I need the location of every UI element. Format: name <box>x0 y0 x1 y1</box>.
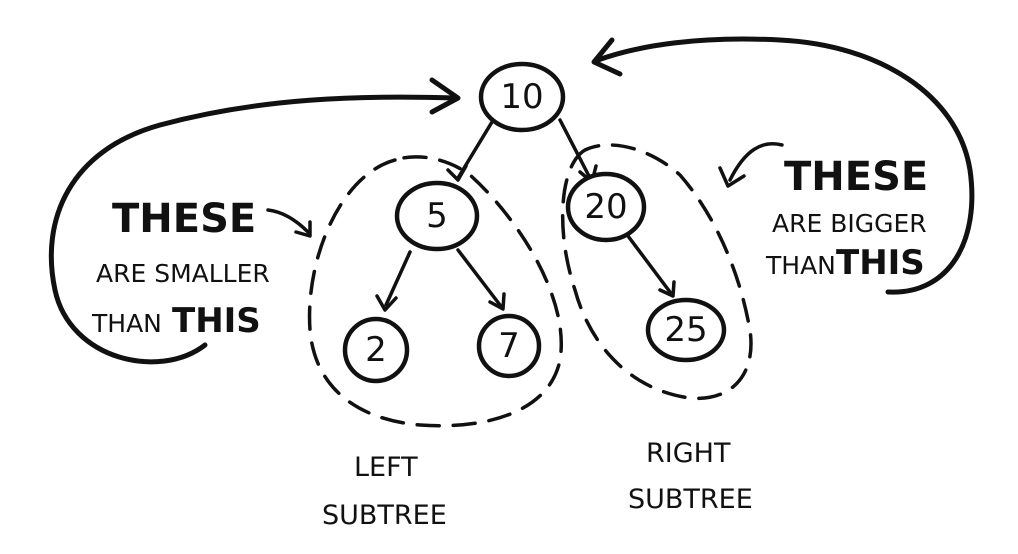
left-note-line1: THESE <box>112 196 256 242</box>
right-note-line3-prefix: THAN <box>765 251 836 280</box>
node-2: 2 <box>342 316 410 384</box>
left-subtree-label-line1: LEFT <box>354 452 418 483</box>
node-25: 25 <box>645 297 727 363</box>
right-subtree-label: RIGHT SUBTREE <box>628 438 753 515</box>
left-note-line3-prefix: THAN <box>91 309 162 338</box>
edge-5-2 <box>384 250 412 307</box>
right-subtree-label-line1: RIGHT <box>646 438 731 469</box>
right-loop-arrow <box>591 36 975 295</box>
right-subtree-outline <box>560 143 753 401</box>
node-10-label: 10 <box>500 77 543 117</box>
edge-10-20 <box>558 118 592 180</box>
left-loop-arrow <box>48 77 461 365</box>
right-subtree-label-line2: SUBTREE <box>628 484 753 515</box>
right-note-line2: ARE BIGGER <box>772 209 927 238</box>
node-25-label: 25 <box>664 310 707 350</box>
edge-5-7 <box>456 248 502 307</box>
node-20-label: 20 <box>584 187 627 227</box>
right-note: THESE ARE BIGGER THAN THIS <box>765 154 928 283</box>
node-7-label: 7 <box>498 326 520 366</box>
node-5-label: 5 <box>426 196 448 236</box>
node-10: 10 <box>478 61 566 133</box>
right-note-arrow <box>718 142 784 188</box>
left-subtree-label-line2: SUBTREE <box>322 500 447 531</box>
left-note-arrow <box>266 208 312 238</box>
right-note-line1: THESE <box>784 154 928 200</box>
right-note-line3-bold: THIS <box>836 243 925 283</box>
left-subtree-label: LEFT SUBTREE <box>322 452 447 531</box>
left-note: THESE ARE SMALLER THAN THIS <box>91 196 270 341</box>
node-20: 20 <box>565 171 647 243</box>
left-note-line3-bold: THIS <box>172 301 261 341</box>
node-2-label: 2 <box>365 330 387 370</box>
node-5: 5 <box>394 180 480 252</box>
node-7: 7 <box>476 313 542 379</box>
edge-20-25 <box>626 234 672 294</box>
left-note-line2: ARE SMALLER <box>96 259 270 288</box>
left-subtree-outline <box>307 155 563 428</box>
